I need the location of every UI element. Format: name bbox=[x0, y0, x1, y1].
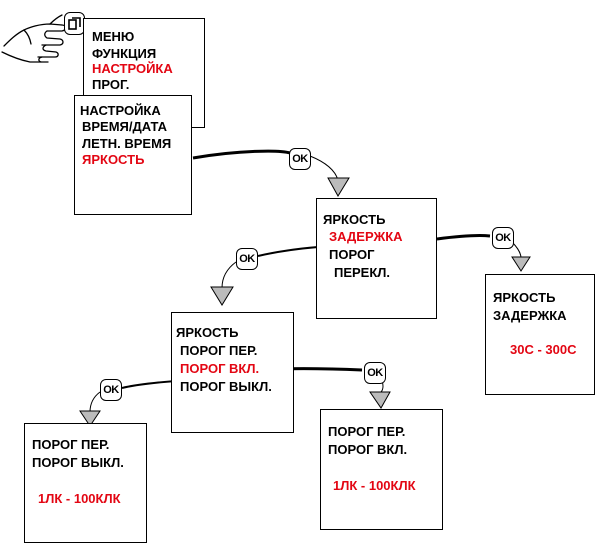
menu-item-menu: МЕНЮ bbox=[92, 29, 135, 44]
brightness-item-title: ЯРКОСТЬ bbox=[323, 212, 386, 227]
threshold-item-switch: ПОРОГ ПЕР. bbox=[180, 343, 258, 358]
brightness-item-threshold: ПОРОГ bbox=[329, 247, 375, 262]
threshold-item-off[interactable]: ПОРОГ ВЫКЛ. bbox=[180, 379, 272, 394]
on-item-switch: ПОРОГ ПЕР. bbox=[328, 424, 406, 439]
off-item-switch: ПОРОГ ПЕР. bbox=[32, 437, 110, 452]
delay-range: 30С - 300С bbox=[510, 342, 577, 357]
delay-item-title: ЯРКОСТЬ bbox=[493, 290, 556, 305]
on-item-on: ПОРОГ ВКЛ. bbox=[328, 442, 408, 457]
settings-panel bbox=[74, 95, 192, 215]
connector-brightness-to-threshold bbox=[257, 246, 319, 257]
arrow-to-threshold-panel bbox=[210, 286, 234, 306]
connector-brightness-to-threshold-down bbox=[221, 261, 237, 289]
ok-button-4[interactable]: OK bbox=[364, 362, 386, 384]
menu-item-settings[interactable]: НАСТРОЙКА bbox=[92, 61, 173, 76]
connector-settings-to-brightness bbox=[192, 149, 291, 160]
connector-settings-to-brightness-right bbox=[309, 155, 339, 181]
brightness-panel bbox=[316, 198, 437, 319]
brightness-item-switch: ПЕРЕКЛ. bbox=[334, 265, 391, 280]
ok-button-1[interactable]: OK bbox=[289, 148, 311, 170]
threshold-item-title: ЯРКОСТЬ bbox=[176, 325, 239, 340]
delay-item-delay: ЗАДЕРЖКА bbox=[493, 308, 567, 323]
hand-icon bbox=[1, 14, 67, 63]
threshold-panel bbox=[171, 312, 294, 433]
menu-item-function: ФУНКЦИЯ bbox=[92, 46, 157, 61]
connector-threshold-to-off bbox=[121, 380, 177, 389]
on-range: 1ЛК - 100КЛК bbox=[333, 478, 416, 493]
on-threshold-panel bbox=[320, 409, 443, 530]
arrow-to-brightness-panel bbox=[327, 177, 350, 197]
brightness-item-delay[interactable]: ЗАДЕРЖКА bbox=[329, 229, 403, 244]
delay-panel bbox=[485, 274, 595, 395]
settings-item-datetime: ВРЕМЯ/ДАТА bbox=[82, 119, 168, 134]
off-item-off: ПОРОГ ВЫКЛ. bbox=[32, 455, 124, 470]
ok-button-2[interactable]: OK bbox=[492, 227, 514, 249]
arrow-to-on-panel bbox=[369, 391, 391, 409]
connector-brightness-to-delay bbox=[436, 234, 491, 241]
arrow-to-delay-panel bbox=[511, 256, 531, 272]
off-threshold-panel bbox=[24, 423, 147, 543]
arrow-to-off-panel bbox=[79, 410, 101, 427]
settings-item-brightness[interactable]: ЯРКОСТЬ bbox=[82, 152, 145, 167]
connector-threshold-to-off-down bbox=[89, 391, 101, 413]
off-range: 1ЛК - 100КЛК bbox=[38, 491, 121, 506]
settings-item-title: НАСТРОЙКА bbox=[80, 103, 161, 118]
menu-button-icon[interactable] bbox=[64, 12, 85, 35]
ok-button-5[interactable]: OK bbox=[100, 379, 122, 401]
ok-button-3[interactable]: OK bbox=[236, 248, 258, 270]
menu-item-prog: ПРОГ. bbox=[92, 77, 130, 92]
threshold-item-on[interactable]: ПОРОГ ВКЛ. bbox=[180, 361, 260, 376]
settings-item-dst: ЛЕТН. ВРЕМЯ bbox=[82, 136, 172, 151]
menu-glyph-icon bbox=[68, 17, 81, 30]
